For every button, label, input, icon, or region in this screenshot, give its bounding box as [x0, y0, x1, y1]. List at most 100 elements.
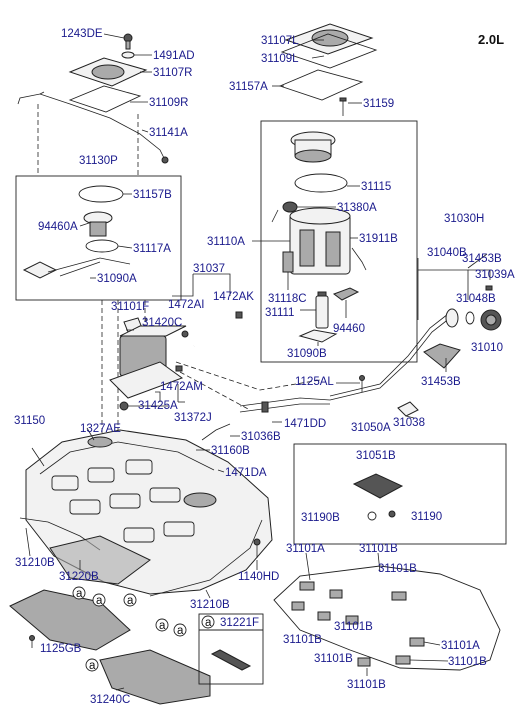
label-31039a: 31039A [475, 269, 515, 281]
label-31048b: 31048B [456, 293, 496, 305]
label-31101b-3: 31101B [283, 634, 322, 646]
label-31030h: 31030H [444, 213, 484, 225]
float-31090a [22, 257, 131, 279]
filler-neck-31040b [329, 308, 459, 401]
callout-a: a [127, 595, 134, 607]
callout-a: a [89, 660, 96, 672]
clip-31190b-left [367, 511, 377, 521]
bolt-1140hd [253, 538, 261, 558]
label-1472ak: 1472AK [213, 291, 254, 303]
label-31101f: 31101F [111, 301, 149, 313]
label-31118c: 31118C [268, 293, 307, 305]
label-31111: 31111 [265, 307, 294, 319]
bolt-1125al [359, 375, 365, 392]
label-31425a: 31425A [138, 400, 178, 412]
clamp-31037 [181, 330, 189, 338]
label-1491ad: 1491AD [153, 50, 195, 62]
label-31110a: 31110A [207, 236, 245, 248]
label-31210b-bottom: 31210B [190, 599, 230, 611]
label-31380a: 31380A [337, 202, 377, 214]
label-31911b: 31911B [359, 233, 398, 245]
label-31372j: 31372J [174, 412, 212, 424]
label-31090a: 31090A [97, 273, 137, 285]
label-31101a-top: 31101A [286, 543, 325, 555]
label-94460a: 94460A [38, 221, 78, 233]
label-1471da: 1471DA [225, 467, 267, 479]
engine-spec-label: 2.0L [478, 32, 504, 47]
label-31036b: 31036B [241, 431, 281, 443]
label-31107l: 31107L [261, 35, 299, 47]
label-1472ai: 1472AI [168, 299, 204, 311]
cover-plate-31107r [68, 57, 148, 87]
label-31157a: 31157A [229, 81, 268, 93]
label-94460: 94460 [333, 323, 365, 335]
gasket-31117a [85, 239, 119, 253]
label-31157b: 31157B [133, 189, 172, 201]
bolt-1125gb [29, 635, 35, 648]
sender-94460a [83, 211, 113, 237]
label-31101b-1: 31101B [359, 543, 398, 555]
label-31040b: 31040B [427, 247, 467, 259]
pump-flange [290, 131, 336, 163]
label-31220b: 31220B [59, 571, 99, 583]
label-31221f: 31221F [220, 617, 259, 629]
box-31130p [15, 175, 182, 301]
under-cover-31240c [99, 649, 211, 705]
callout-a: a [159, 620, 166, 632]
label-31159: 31159 [363, 98, 394, 110]
clip-1472am [175, 365, 183, 372]
label-31109r: 31109R [149, 97, 188, 109]
label-1472am: 1472AM [160, 381, 203, 393]
label-31051b: 31051B [356, 450, 396, 462]
callout-a: a [96, 595, 103, 607]
box-31050a [293, 443, 507, 545]
label-31037: 31037 [193, 263, 225, 275]
gasket-31109r [68, 85, 142, 113]
leader-lines [25, 33, 449, 691]
ring-31048b [465, 311, 475, 325]
label-1140hd: 1140HD [238, 571, 279, 583]
label-31101b-6: 31101B [448, 656, 487, 668]
clip-1472ak [235, 311, 243, 319]
pump-body-31911b [289, 207, 367, 275]
part-labels: 1243DE 1491AD 31107R 31109R 31141A 31130… [14, 28, 515, 706]
ring-31157a [278, 69, 364, 101]
label-31190-right: 31190 [411, 511, 442, 523]
protector-31220b [49, 535, 151, 585]
label-31050a: 31050A [351, 422, 391, 434]
label-31150: 31150 [14, 415, 45, 427]
ring-31157b [78, 185, 124, 203]
label-31038 [397, 401, 419, 417]
sensor-31118c [282, 251, 294, 273]
label-1125gb: 1125GB [40, 643, 82, 655]
label-31160b: 31160B [211, 445, 250, 457]
label-31107r: 31107R [153, 67, 192, 79]
callout-a: a [205, 617, 212, 629]
label-31453b-top: 31453B [462, 253, 502, 265]
fuel-cap-31010 [480, 309, 502, 331]
gasket-31115 [294, 173, 348, 193]
clip-31190b-right [388, 510, 396, 518]
callout-a-group: a a a a a a [72, 586, 187, 672]
hose-31036b [201, 423, 231, 441]
label-31453b: 31453B [421, 376, 461, 388]
box-31110a [260, 120, 418, 363]
bracket-31453b [423, 343, 461, 369]
label-31117a: 31117A [133, 243, 171, 255]
sender-94460 [332, 287, 360, 301]
pad-31051b [352, 473, 404, 499]
under-cover-left [9, 589, 131, 651]
strap-31210b-bottom [149, 519, 263, 597]
label-31240c: 31240C [90, 694, 130, 706]
label-31101b-2: 31101B [378, 563, 417, 575]
bracket-31372j [109, 361, 184, 399]
label-31101b-4: 31101B [334, 621, 373, 633]
screw-31039a [485, 285, 493, 291]
label-31420c: 31420C [142, 317, 182, 329]
fuel-line-1471dd [239, 397, 331, 413]
label-1125al: 1125AL [295, 376, 334, 388]
callout-a: a [177, 625, 184, 637]
label-31101b-5: 31101B [314, 653, 353, 665]
label-31190b-left: 31190B [301, 512, 340, 524]
